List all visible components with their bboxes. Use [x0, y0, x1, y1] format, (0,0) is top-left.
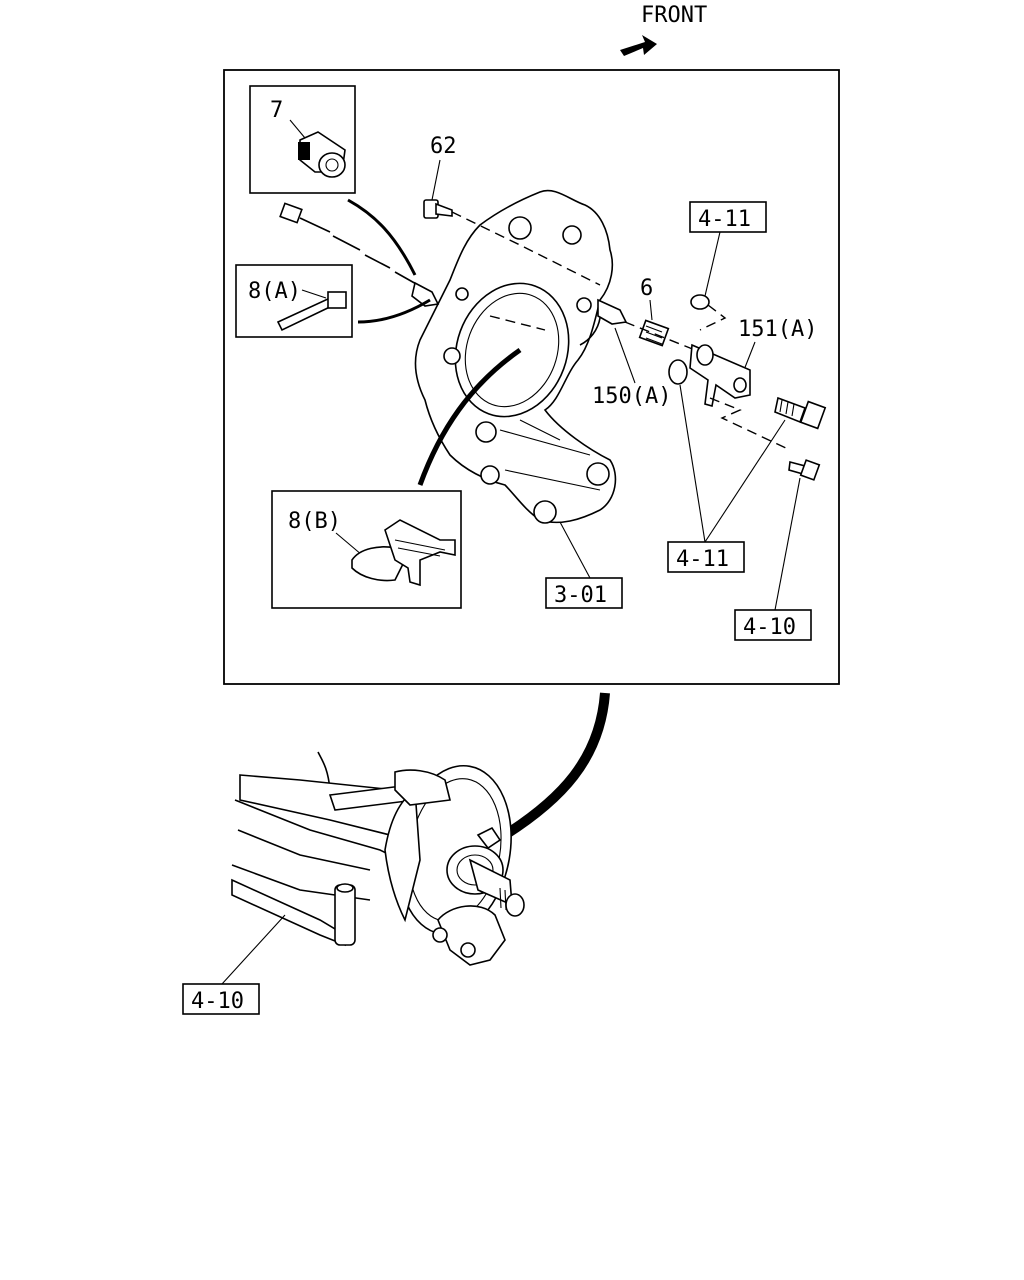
washer-mid-icon	[668, 359, 688, 385]
label-part-151a: 151(A)	[738, 317, 817, 342]
dash-rod	[489, 315, 546, 331]
ref-label-4-10-right: 4-10	[743, 615, 796, 640]
detail-frame	[223, 69, 840, 685]
sensor-harness	[279, 202, 440, 307]
leader-3-01	[559, 521, 591, 579]
leader-8a	[301, 289, 327, 299]
ref-label-4-11-mid: 4-11	[676, 547, 729, 572]
ref-box-4-10-bottom[interactable]	[182, 983, 260, 1015]
ref-label-4-10-bottom: 4-10	[191, 989, 244, 1014]
leader-curve-7	[347, 198, 417, 276]
label-part-8a: 8(A)	[248, 279, 301, 304]
leader-7	[289, 119, 306, 139]
leader-4-10-right	[774, 477, 801, 611]
backing-plate	[414, 189, 617, 524]
leader-curve-assembly	[502, 692, 610, 840]
leader-4-10-bottom	[221, 914, 286, 985]
label-part-150a: 150(A)	[592, 384, 671, 409]
sensor-head-icon	[597, 298, 628, 325]
leader-4-11-top	[704, 231, 721, 297]
leader-curve-8b	[417, 347, 522, 486]
washer-top-icon	[690, 294, 710, 310]
dash-6	[624, 321, 701, 353]
ref-label-4-11-top: 4-11	[698, 207, 751, 232]
leader-4-11-a	[679, 384, 706, 543]
ref-box-4-11-mid[interactable]	[667, 541, 745, 573]
leader-150a	[614, 327, 636, 384]
leader-62	[431, 159, 441, 201]
bolt-large-icon	[774, 396, 827, 430]
label-part-8b: 8(B)	[288, 509, 341, 534]
label-part-62: 62	[430, 134, 457, 159]
leader-4-11-b	[704, 419, 786, 543]
bolt-small-icon	[788, 459, 821, 481]
dash-washer	[699, 304, 727, 331]
ref-box-3-01[interactable]	[545, 577, 623, 609]
ref-box-4-10-right[interactable]	[734, 609, 812, 641]
bolt-62-icon	[423, 199, 453, 219]
bushing-6-icon	[638, 319, 670, 347]
leader-8b	[335, 532, 363, 556]
leader-6	[649, 299, 653, 321]
clip-8a-icon	[276, 291, 347, 332]
arrow-front-icon	[620, 35, 657, 56]
label-part-7: 7	[270, 98, 283, 123]
bracket-151a-icon	[689, 343, 751, 408]
ref-label-3-01: 3-01	[554, 583, 607, 608]
plug-7-icon	[298, 131, 346, 178]
leader-curve-8a	[357, 298, 431, 324]
axle-assembly	[231, 751, 525, 966]
clip-8b-icon	[351, 519, 456, 587]
dash-bracket	[709, 397, 791, 451]
ref-box-4-11-top[interactable]	[689, 201, 767, 233]
front-label: FRONT	[641, 3, 707, 28]
label-part-6: 6	[640, 276, 653, 301]
dash-62	[451, 211, 601, 286]
